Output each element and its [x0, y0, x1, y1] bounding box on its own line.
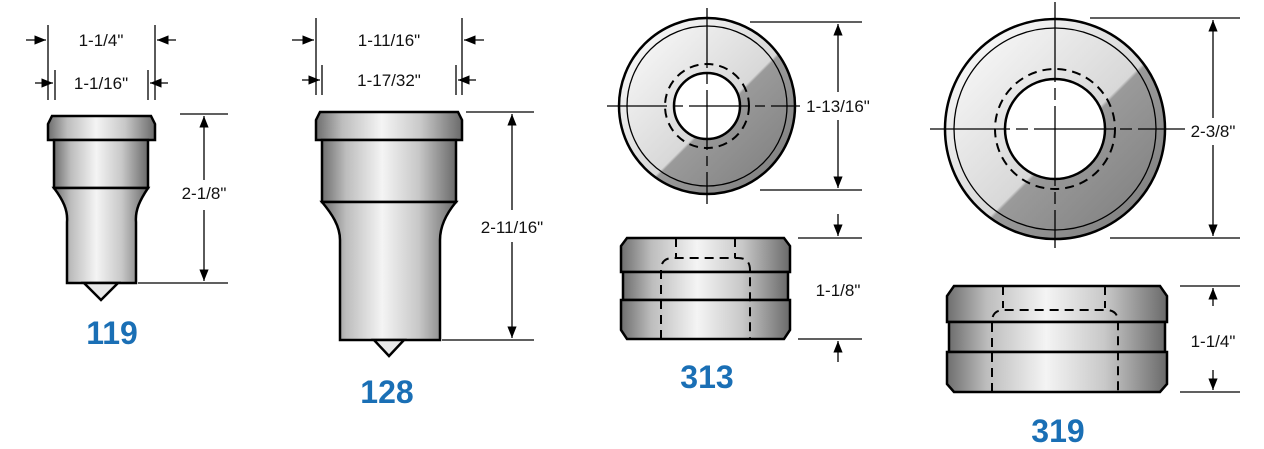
part-label-128: 128 — [360, 374, 413, 410]
dim-313-height: 1-1/8" — [816, 281, 861, 300]
dim-319-height: 1-1/4" — [1191, 332, 1236, 351]
dim-128-inner-width: 1-17/32" — [357, 71, 421, 90]
dim-128-top-width: 1-11/16" — [358, 31, 420, 50]
dim-319-diameter: 2-3/8" — [1191, 122, 1236, 141]
dim-119-inner-width: 1-1/16" — [74, 74, 128, 93]
part-119: 1-1/4" 1-1/16" 2-1/8" 119 — [26, 25, 228, 351]
part-label-313: 313 — [680, 359, 733, 395]
part-319: 2-3/8" 1-1/4" 319 — [930, 2, 1240, 449]
dim-313-diameter: 1-13/16" — [806, 97, 870, 116]
dim-119-top-width: 1-1/4" — [79, 31, 124, 50]
part-128: 1-11/16" 1-17/32" 2-11/16" 128 — [292, 18, 543, 410]
part-label-119: 119 — [86, 315, 138, 351]
part-label-319: 319 — [1031, 413, 1084, 449]
dim-119-height: 2-1/8" — [182, 184, 227, 203]
dim-128-height: 2-11/16" — [481, 218, 543, 237]
part-313: 1-13/16" 1-1/8" 313 — [607, 8, 870, 395]
